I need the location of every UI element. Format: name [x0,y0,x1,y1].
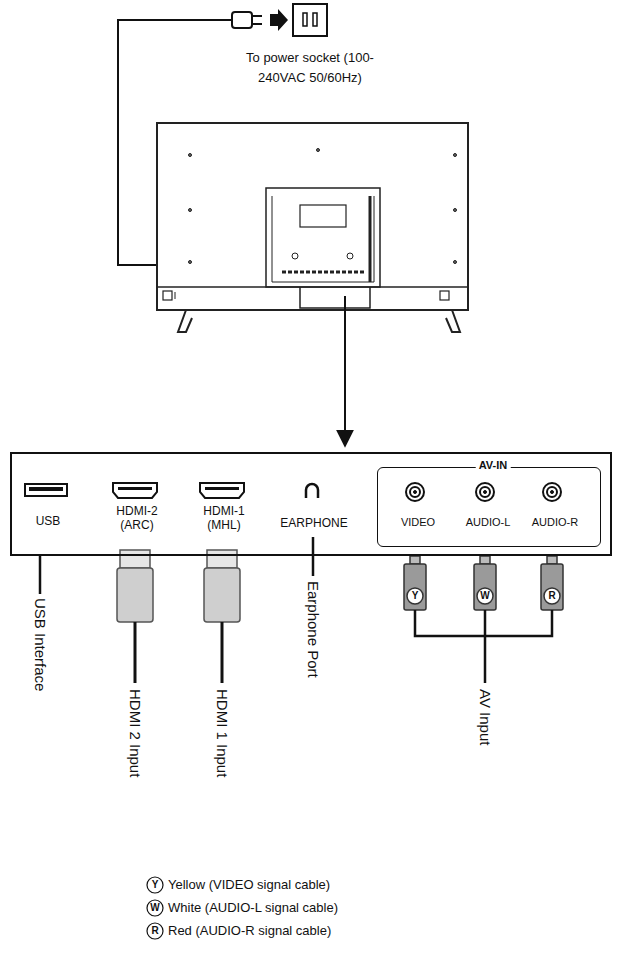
connection-label: USB Interface [31,598,49,691]
plug-letter: W [150,902,159,914]
power-plug [226,12,262,28]
hdmi-port [118,487,152,490]
power-socket [293,4,327,36]
callout-arrow [344,296,346,446]
plug-letter: R [548,590,555,602]
legend-symbol [147,877,163,939]
leader-line [39,556,42,594]
input-group: AV-INVIDEOAUDIO-LAUDIO-R [377,467,601,547]
leader-line [312,537,315,576]
plug-letter: Y [152,879,159,891]
port-label: USB [36,514,61,528]
connection-label: HDMI 2 Input [126,689,144,777]
port-label: HDMI-2 (ARC) [108,504,166,533]
legend-text: Yellow (VIDEO signal cable) [168,877,330,893]
connector-panel: USB HDMI-2 (ARC) HDMI-1 (MHL) EARPHONE AV-IN… [10,452,612,556]
legend-text: White (AUDIO-L signal cable) [168,900,338,916]
hdmi-port [113,483,157,498]
plug-letter: Y [412,590,419,602]
port-label: HDMI-1 (MHL) [195,504,253,533]
legend-text: Red (AUDIO-R signal cable) [168,923,331,939]
av-cable [415,610,552,683]
rca-jack [406,483,561,501]
port-label: AV-IN [476,459,511,472]
power-note: To power socket (100-240VAC 50/60Hz) [225,48,395,88]
plug-letter: W [480,590,489,602]
hdmi-port [200,483,244,498]
connection-label: AV Input [476,689,494,745]
connection-label: Earphone Port [304,581,322,678]
usb-port [25,484,67,496]
port-label: AUDIO-L [466,516,511,529]
port-label: VIDEO [401,516,435,529]
direction-arrow [270,9,288,31]
hdmi-plug [117,550,240,683]
tv-back [157,123,468,332]
rca-plug [404,556,563,610]
port-label: AUDIO-R [532,516,578,529]
connection-label: HDMI 1 Input [213,689,231,777]
port-label: EARPHONE [280,516,347,530]
plug-letter: R [151,925,158,937]
hdmi-port [205,487,239,490]
earphone-jack [306,484,318,498]
